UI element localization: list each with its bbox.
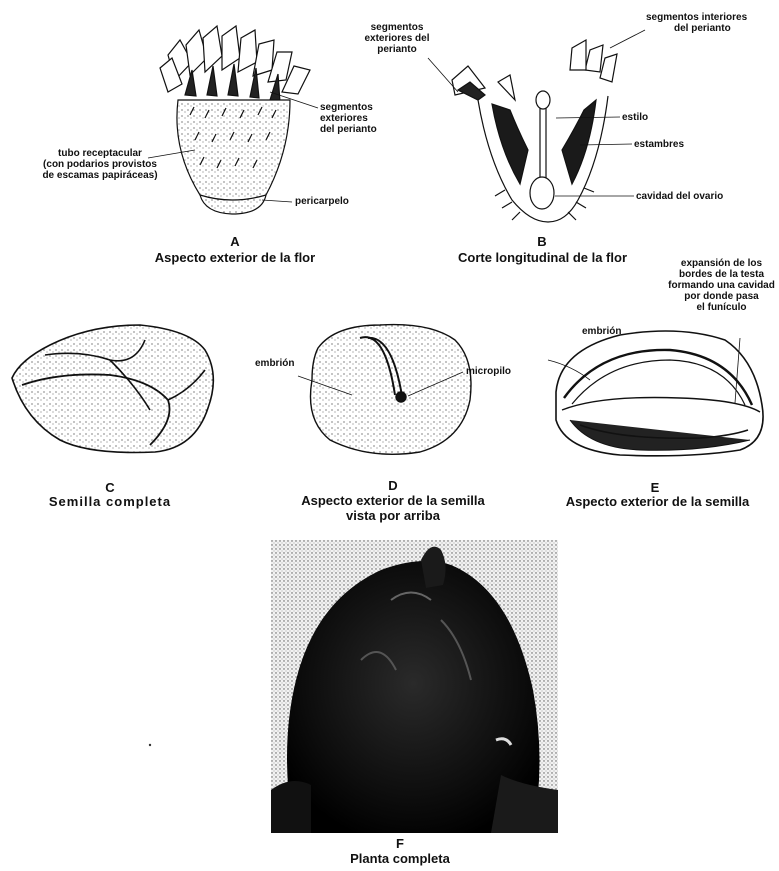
label-b-stamens: estambres — [634, 139, 684, 150]
figure-e-seed-exterior — [548, 331, 763, 456]
stray-dot — [149, 744, 151, 746]
label-b-style: estilo — [622, 112, 648, 123]
figure-e-letter: E — [645, 480, 665, 495]
figure-b-flower-section — [428, 30, 645, 222]
figure-b-caption: Corte longitudinal de la flor — [430, 250, 655, 265]
figure-d-letter: D — [383, 478, 403, 493]
figure-f-photo — [271, 540, 558, 833]
figure-c-caption: Semilla completa — [40, 494, 180, 509]
label-a-pericarp: pericarpelo — [295, 196, 349, 207]
figure-a-flower-exterior — [148, 26, 318, 214]
label-b-ovary-cavity: cavidad del ovario — [636, 191, 723, 202]
label-b-segments-inner: segmentos interiores del perianto — [646, 12, 747, 34]
plant-photo-render — [271, 540, 558, 833]
figure-e-caption: Aspecto exterior de la semilla — [540, 494, 775, 509]
figure-f-caption: Planta completa — [330, 851, 470, 866]
label-e-testa-expansion: expansión de los bordes de la testa form… — [664, 258, 779, 313]
figure-a-letter: A — [225, 234, 245, 249]
label-a-tube: tubo receptacular (con podarios provisto… — [30, 148, 170, 181]
label-b-segments-outer: segmentos exteriores del perianto — [352, 22, 442, 55]
figure-d-caption: Aspecto exterior de la semilla vista por… — [270, 493, 516, 523]
label-a-segments-outer: segmentos exteriores del perianto — [320, 102, 377, 135]
figure-c-letter: C — [100, 480, 120, 495]
label-d-micropyle: micropilo — [466, 366, 511, 377]
figure-b-letter: B — [532, 234, 552, 249]
figure-a-caption: Aspecto exterior de la flor — [130, 250, 340, 265]
figure-f-letter: F — [390, 836, 410, 851]
label-d-embryo: embrión — [255, 358, 294, 369]
figure-c-seed-complete — [12, 325, 213, 453]
label-e-embryo: embrión — [582, 326, 621, 337]
figure-d-seed-top — [298, 325, 471, 455]
